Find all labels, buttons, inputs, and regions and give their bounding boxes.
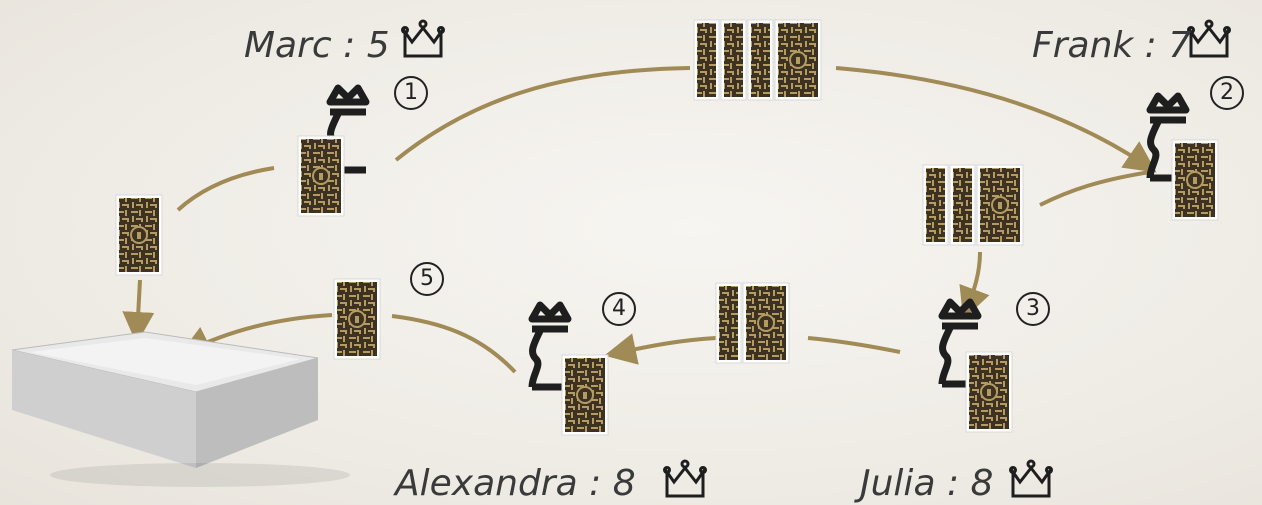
arrow-pile-to-frank (836, 68, 1150, 168)
frank-crown-icon (1189, 21, 1230, 56)
frank-piece (1150, 96, 1218, 220)
alexandra-score: 8 (613, 463, 636, 504)
discard-box (12, 332, 350, 487)
alexandra-piece (532, 305, 608, 435)
frank-score: 7 (1168, 25, 1191, 66)
discard-card-left (116, 195, 162, 275)
card-pile-bottom (716, 283, 789, 363)
order-number-1: 1 (394, 76, 428, 110)
separator: : (578, 463, 613, 504)
frank-name: Frank (1032, 25, 1133, 66)
card-pile-right (923, 165, 1023, 245)
separator: : (332, 25, 367, 66)
arrow-frank-to-pile (1040, 172, 1150, 205)
card-pile-top (694, 20, 821, 100)
julia-label: Julia : 8 (860, 466, 993, 502)
separator: : (1133, 25, 1168, 66)
card-step-5 (334, 279, 380, 359)
arrow-marc-to-discard (178, 168, 274, 210)
julia-score: 8 (971, 463, 994, 504)
marc-crown-icon (403, 21, 444, 56)
order-number-3: 3 (1016, 292, 1050, 326)
alexandra-name: Alexandra (395, 463, 578, 504)
arrow-julia-to-pile (808, 338, 900, 352)
arrow-pile-to-alexandra (612, 338, 716, 354)
marc-name: Marc (244, 25, 332, 66)
frank-label: Frank : 7 (1032, 28, 1191, 64)
marc-label: Marc : 5 (244, 28, 390, 64)
julia-piece (942, 302, 1012, 432)
arrow-discard-to-box (137, 280, 140, 336)
arrow-marc-to-pile (396, 68, 690, 160)
alexandra-label: Alexandra : 8 (395, 466, 636, 502)
order-number-4: 4 (602, 292, 636, 326)
marc-piece (298, 88, 366, 216)
order-number-5: 5 (410, 262, 444, 296)
julia-crown-icon (1011, 461, 1052, 496)
arrow-alexandra-to-card (392, 316, 515, 372)
alexandra-crown-icon (665, 461, 706, 496)
order-number-2: 2 (1210, 76, 1244, 110)
marc-score: 5 (367, 25, 390, 66)
separator: : (936, 463, 971, 504)
julia-name: Julia (860, 463, 936, 504)
